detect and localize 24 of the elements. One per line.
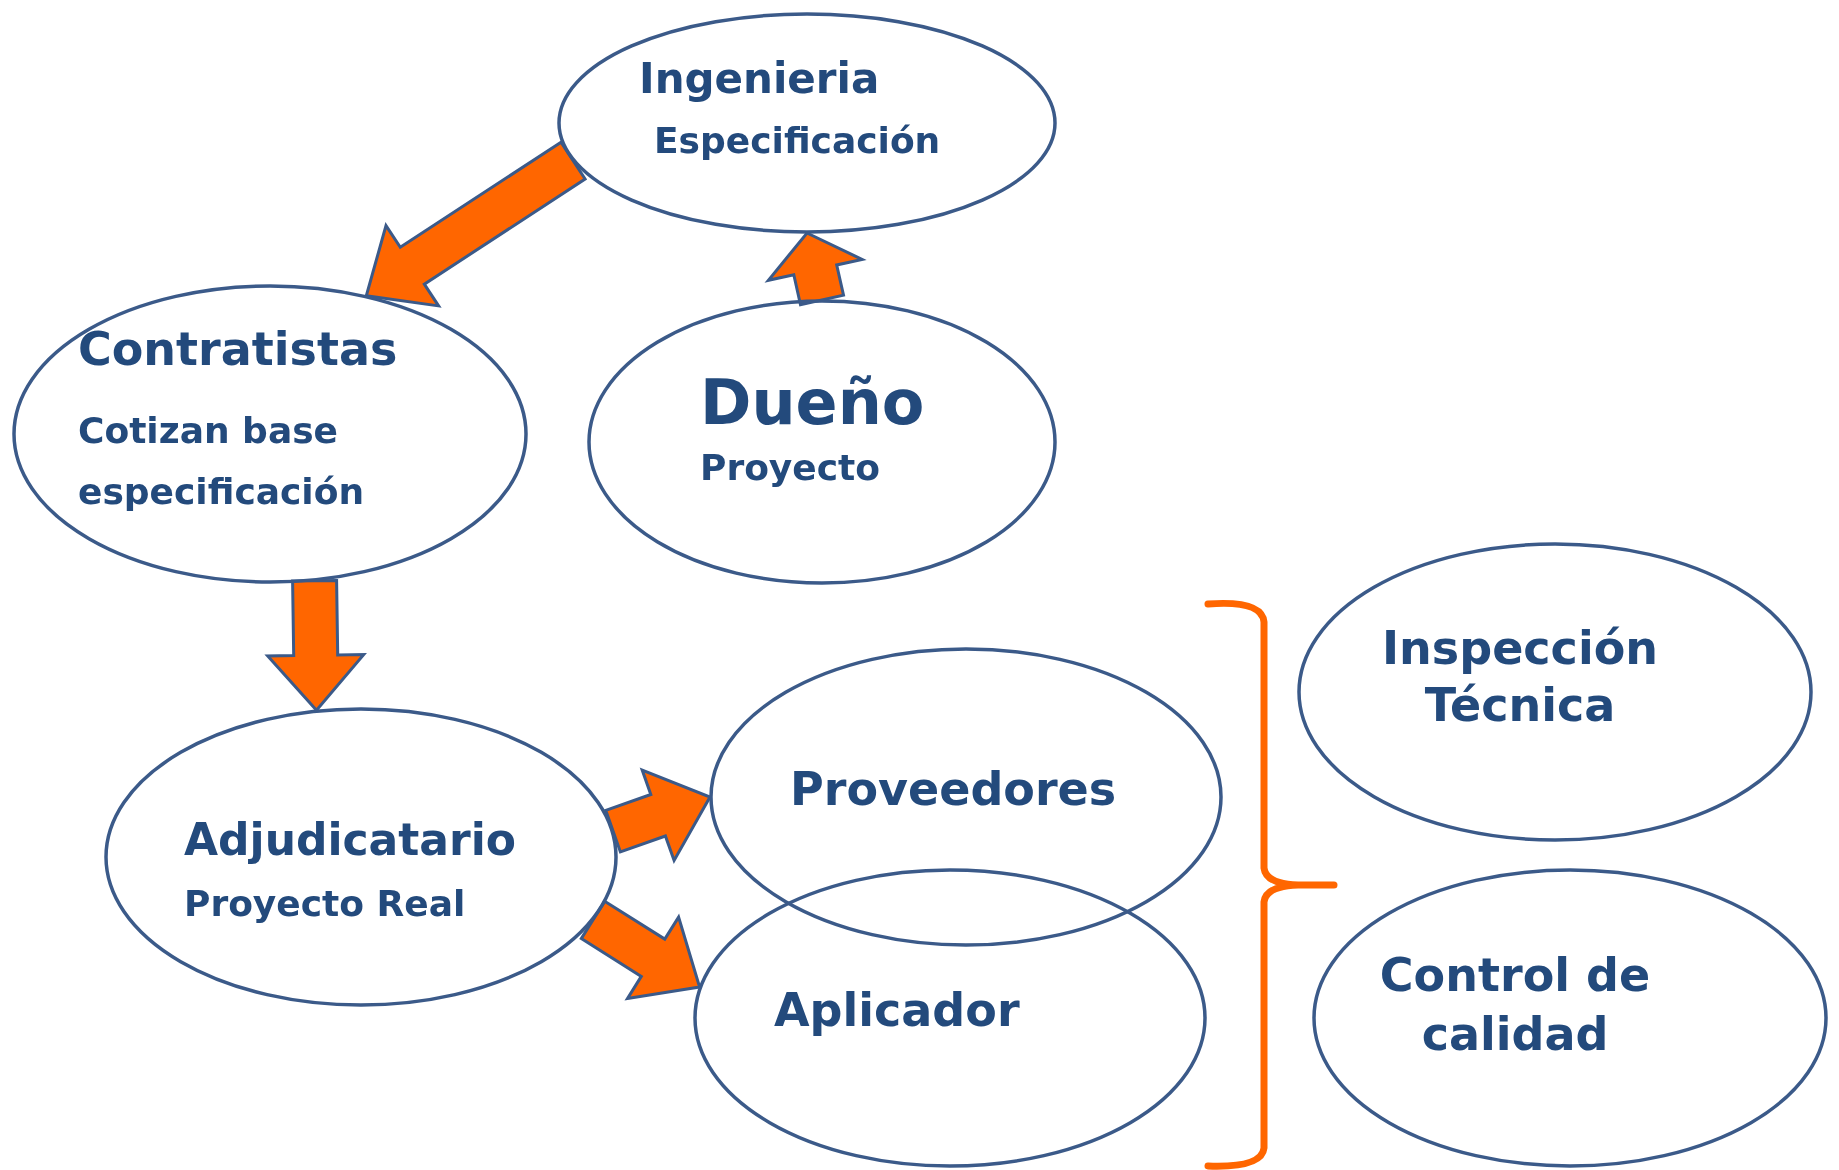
ellipse-node bbox=[12, 284, 528, 584]
node-title: Dueño bbox=[700, 366, 925, 441]
ellipse-node bbox=[104, 707, 618, 1007]
node-title: Control de calidad bbox=[1378, 947, 1652, 1063]
node-title: Aplicador bbox=[774, 983, 1020, 1039]
ellipse-node bbox=[1297, 542, 1813, 842]
node-title: Adjudicatario bbox=[184, 814, 517, 867]
node-title: Inspección Técnica bbox=[1381, 620, 1659, 734]
block-arrow bbox=[579, 899, 702, 1001]
ellipse-node bbox=[587, 299, 1057, 585]
ellipse-node bbox=[709, 647, 1223, 947]
block-arrow bbox=[264, 578, 367, 713]
ellipse-node bbox=[693, 868, 1207, 1168]
node-title: Ingenieria bbox=[639, 54, 880, 105]
node-subtitle: Proyecto bbox=[700, 446, 881, 490]
node-title: Contratistas bbox=[78, 322, 398, 378]
block-arrow bbox=[364, 140, 588, 308]
node-subtitle: Proyecto Real bbox=[184, 882, 466, 926]
block-arrow bbox=[764, 231, 867, 307]
ellipse-node bbox=[1312, 868, 1828, 1168]
ellipse-node bbox=[557, 12, 1057, 234]
node-subtitle: Especificación bbox=[654, 119, 941, 163]
node-subtitle: Cotizan base especificación bbox=[78, 409, 366, 514]
node-title: Proveedores bbox=[790, 762, 1117, 818]
